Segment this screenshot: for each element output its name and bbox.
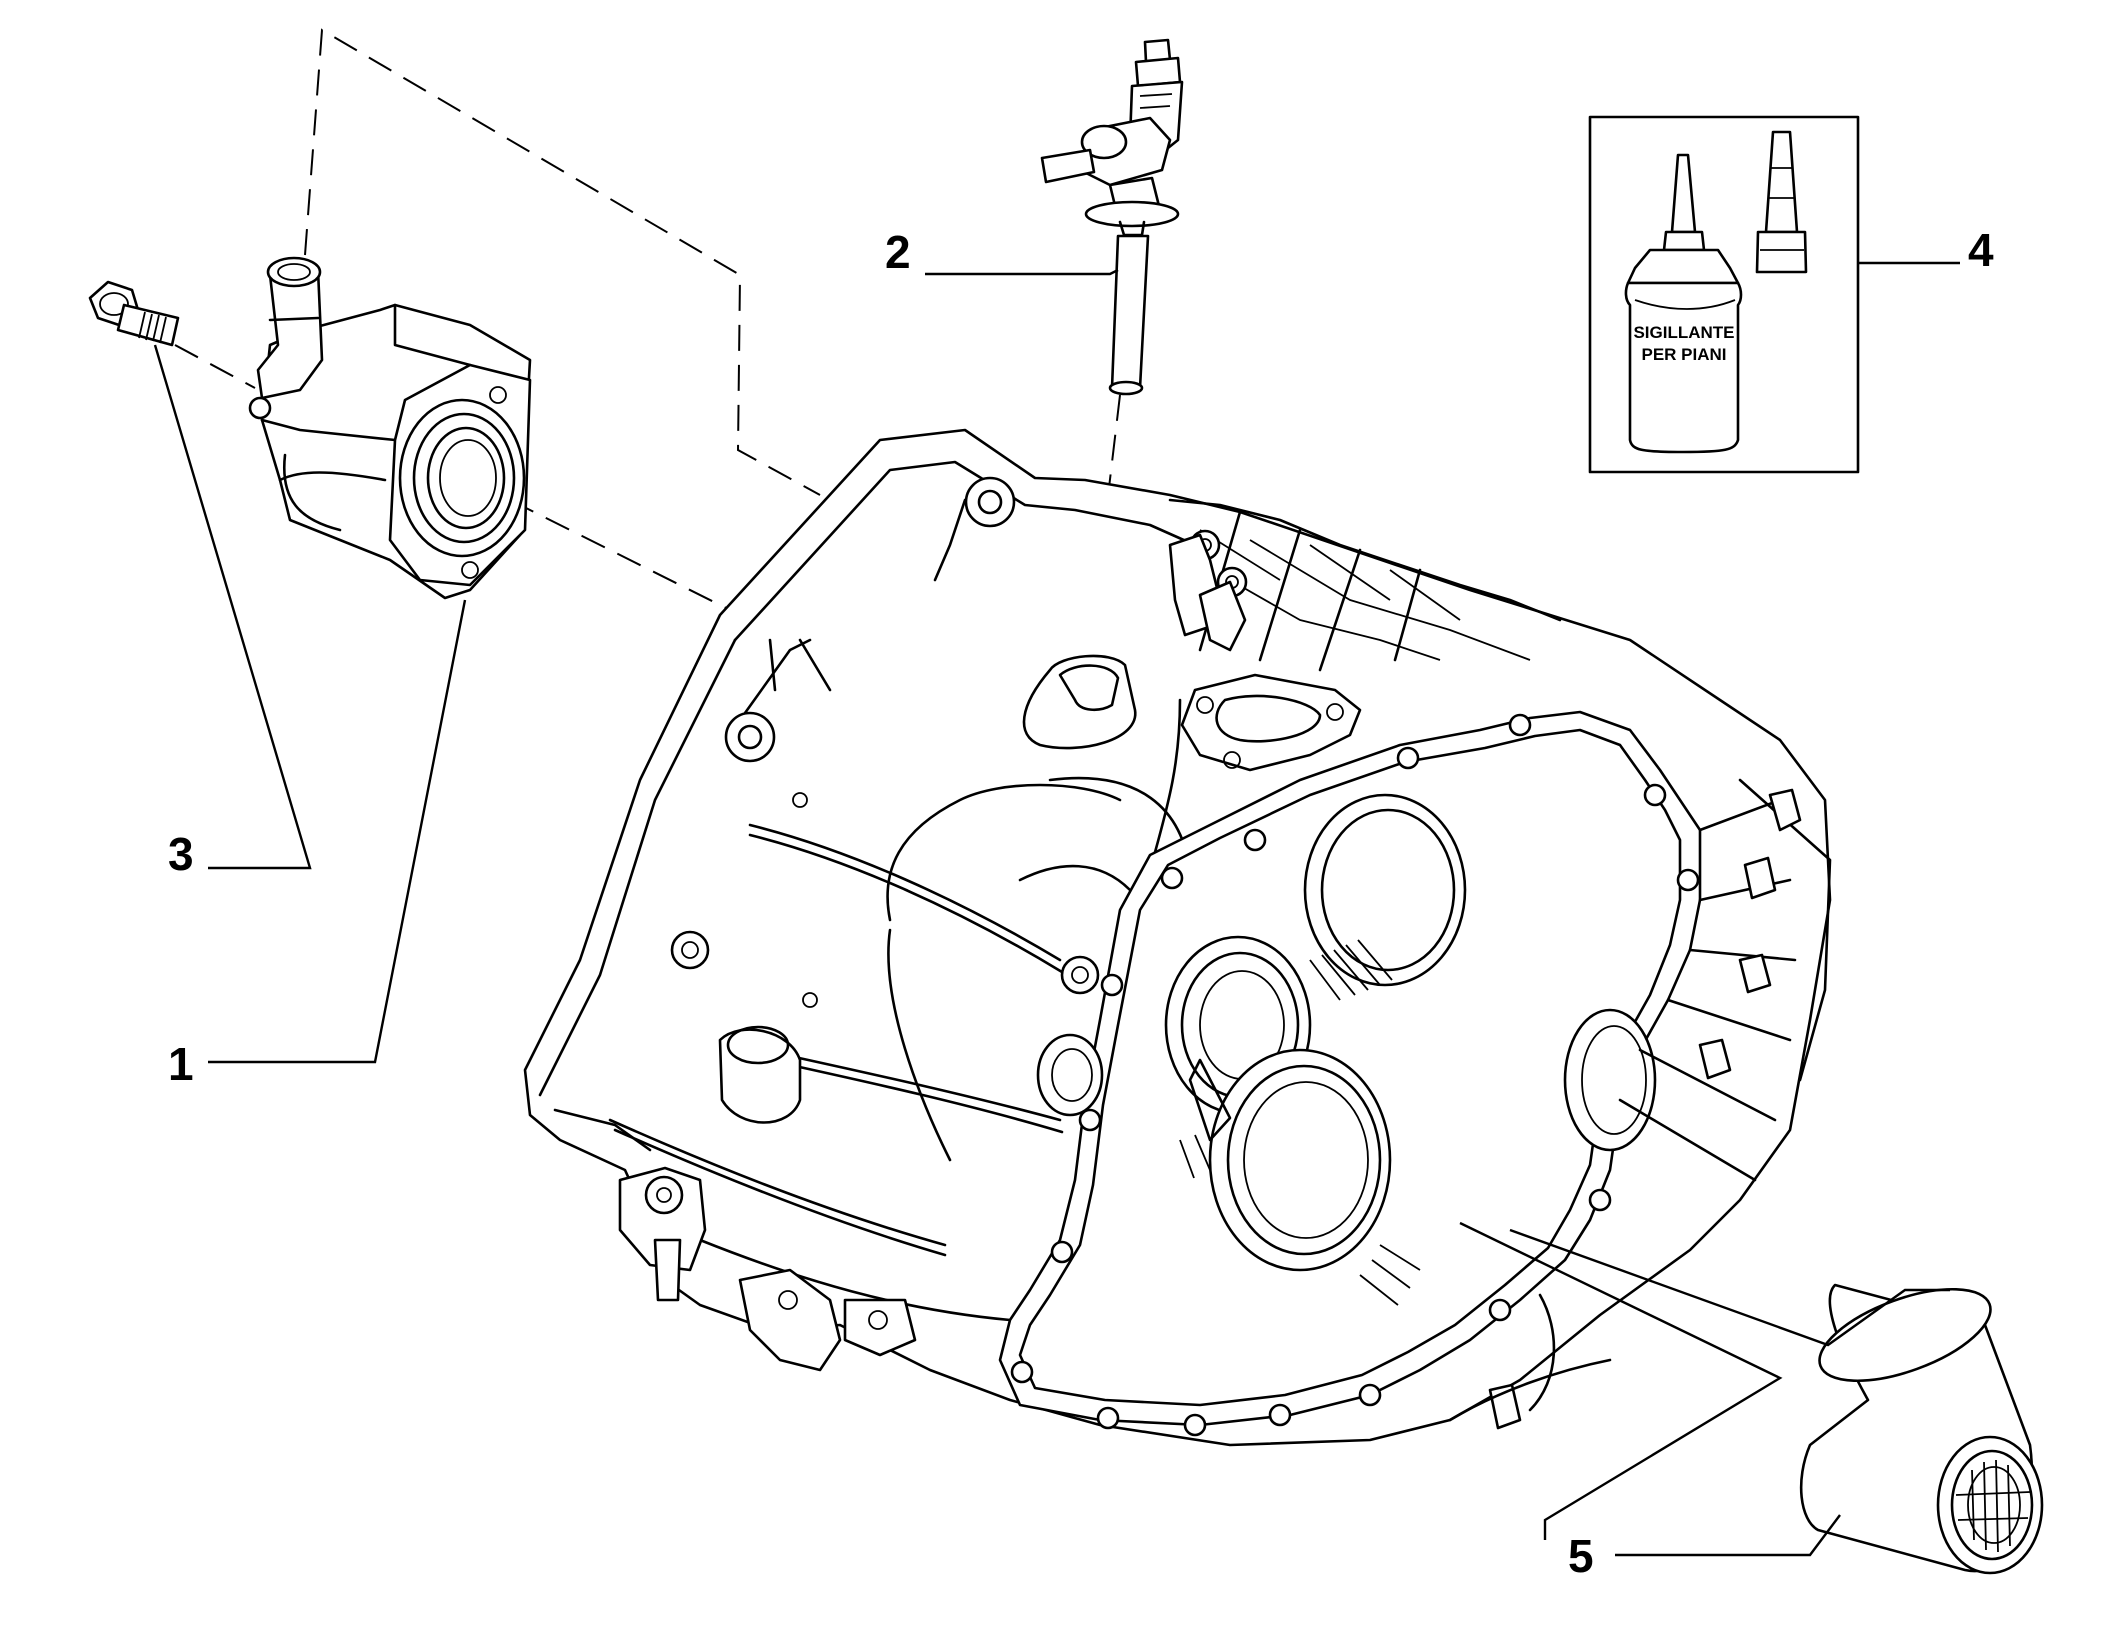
part-3-bolt xyxy=(88,280,180,347)
callout-labels: 1 2 3 4 5 xyxy=(168,224,1994,1582)
bearing-bores xyxy=(1164,793,1467,1306)
sealant-box-frame xyxy=(1588,115,1860,474)
callout-4: 4 xyxy=(1968,224,1994,276)
part-1-release-bearing-cylinder xyxy=(248,256,532,600)
part-2-sensor xyxy=(1040,38,1184,396)
callout-1: 1 xyxy=(168,1038,194,1090)
part-5-needle-bearing xyxy=(1799,1283,2044,1575)
part-4-sealant-kit: SIGILLANTE PER PIANI xyxy=(1588,115,1860,474)
sealant-label-line1: SIGILLANTE xyxy=(1633,323,1734,342)
callout-5: 5 xyxy=(1568,1530,1594,1582)
gearbox-housing xyxy=(523,428,1832,1447)
callout-2: 2 xyxy=(885,226,911,278)
callout-3: 3 xyxy=(168,828,194,880)
sealant-label-line2: PER PIANI xyxy=(1641,345,1726,364)
leader-lines xyxy=(153,261,1960,1557)
